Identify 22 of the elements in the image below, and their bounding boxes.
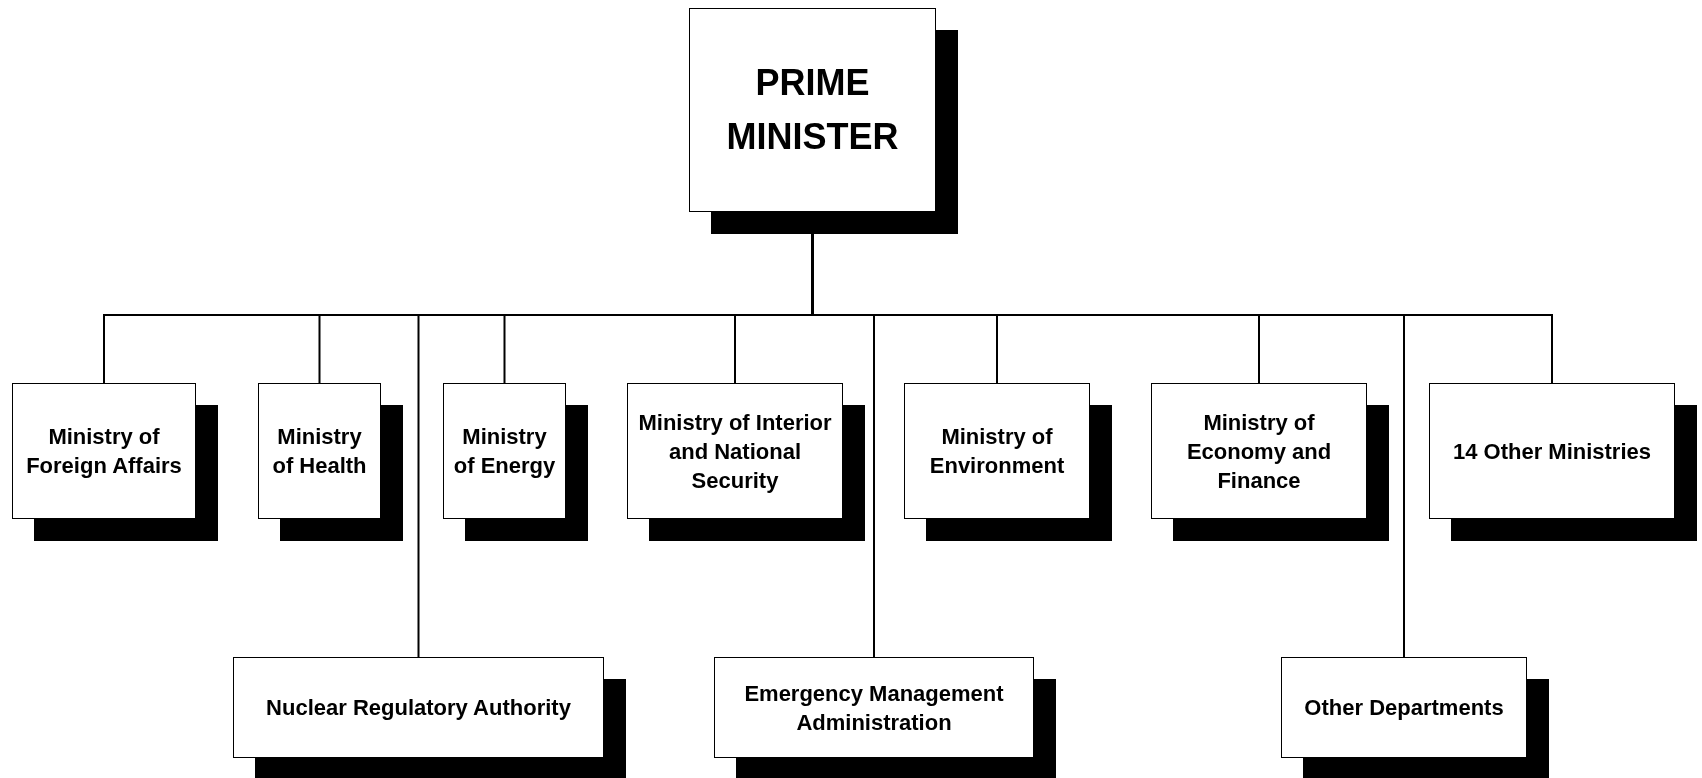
org-box (1151, 383, 1367, 519)
org-box (689, 8, 936, 212)
box-title: Other Departments (1304, 694, 1504, 722)
org-box (904, 383, 1090, 519)
box-title: Ministry of Interior and National Security (637, 408, 833, 495)
org-box (12, 383, 196, 519)
org-box (233, 657, 604, 758)
box-title: Ministry of Environment (928, 423, 1066, 480)
box-title: Ministry of Foreign Affairs (25, 423, 183, 480)
box-title: PRIME MINISTER (725, 61, 900, 159)
box-title: Ministry of Economy and Finance (1185, 408, 1333, 495)
box-title: Ministry of Energy (452, 423, 557, 480)
org-box (258, 383, 381, 519)
org-box (714, 657, 1034, 758)
box-title: 14 Other Ministries (1452, 437, 1652, 466)
org-box (1429, 383, 1675, 519)
org-box (627, 383, 843, 519)
box-title: Ministry of Health (271, 423, 368, 480)
org-box (443, 383, 566, 519)
box-title: Nuclear Regulatory Authority (266, 694, 571, 722)
box-title: Emergency Management Administration (743, 679, 1005, 737)
org-box (1281, 657, 1527, 758)
